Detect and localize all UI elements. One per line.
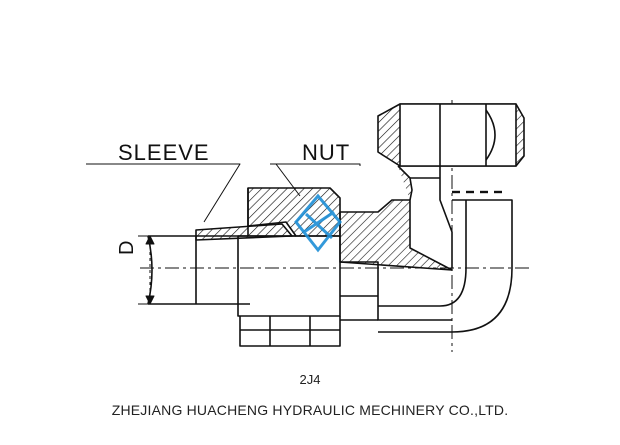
nut-leader: [270, 163, 361, 166]
nut-part: [237, 187, 341, 347]
diamond-logo-icon: [294, 193, 342, 253]
sleeve-label: SLEEVE: [118, 140, 210, 165]
sleeve-part: [195, 223, 293, 241]
dimension-d: [138, 235, 160, 305]
nut-label: NUT: [302, 140, 351, 165]
swivel-nut: [377, 103, 525, 201]
tube: [147, 235, 296, 305]
nut-leader-tip: [275, 163, 301, 197]
company-name: ZHEJIANG HUACHENG HYDRAULIC MECHINERY CO…: [111, 402, 509, 418]
elbow-body: [339, 161, 513, 333]
sleeve-leader: [86, 163, 241, 223]
model-code: 2J4: [299, 372, 321, 387]
dimension-d-label: D: [116, 240, 138, 255]
